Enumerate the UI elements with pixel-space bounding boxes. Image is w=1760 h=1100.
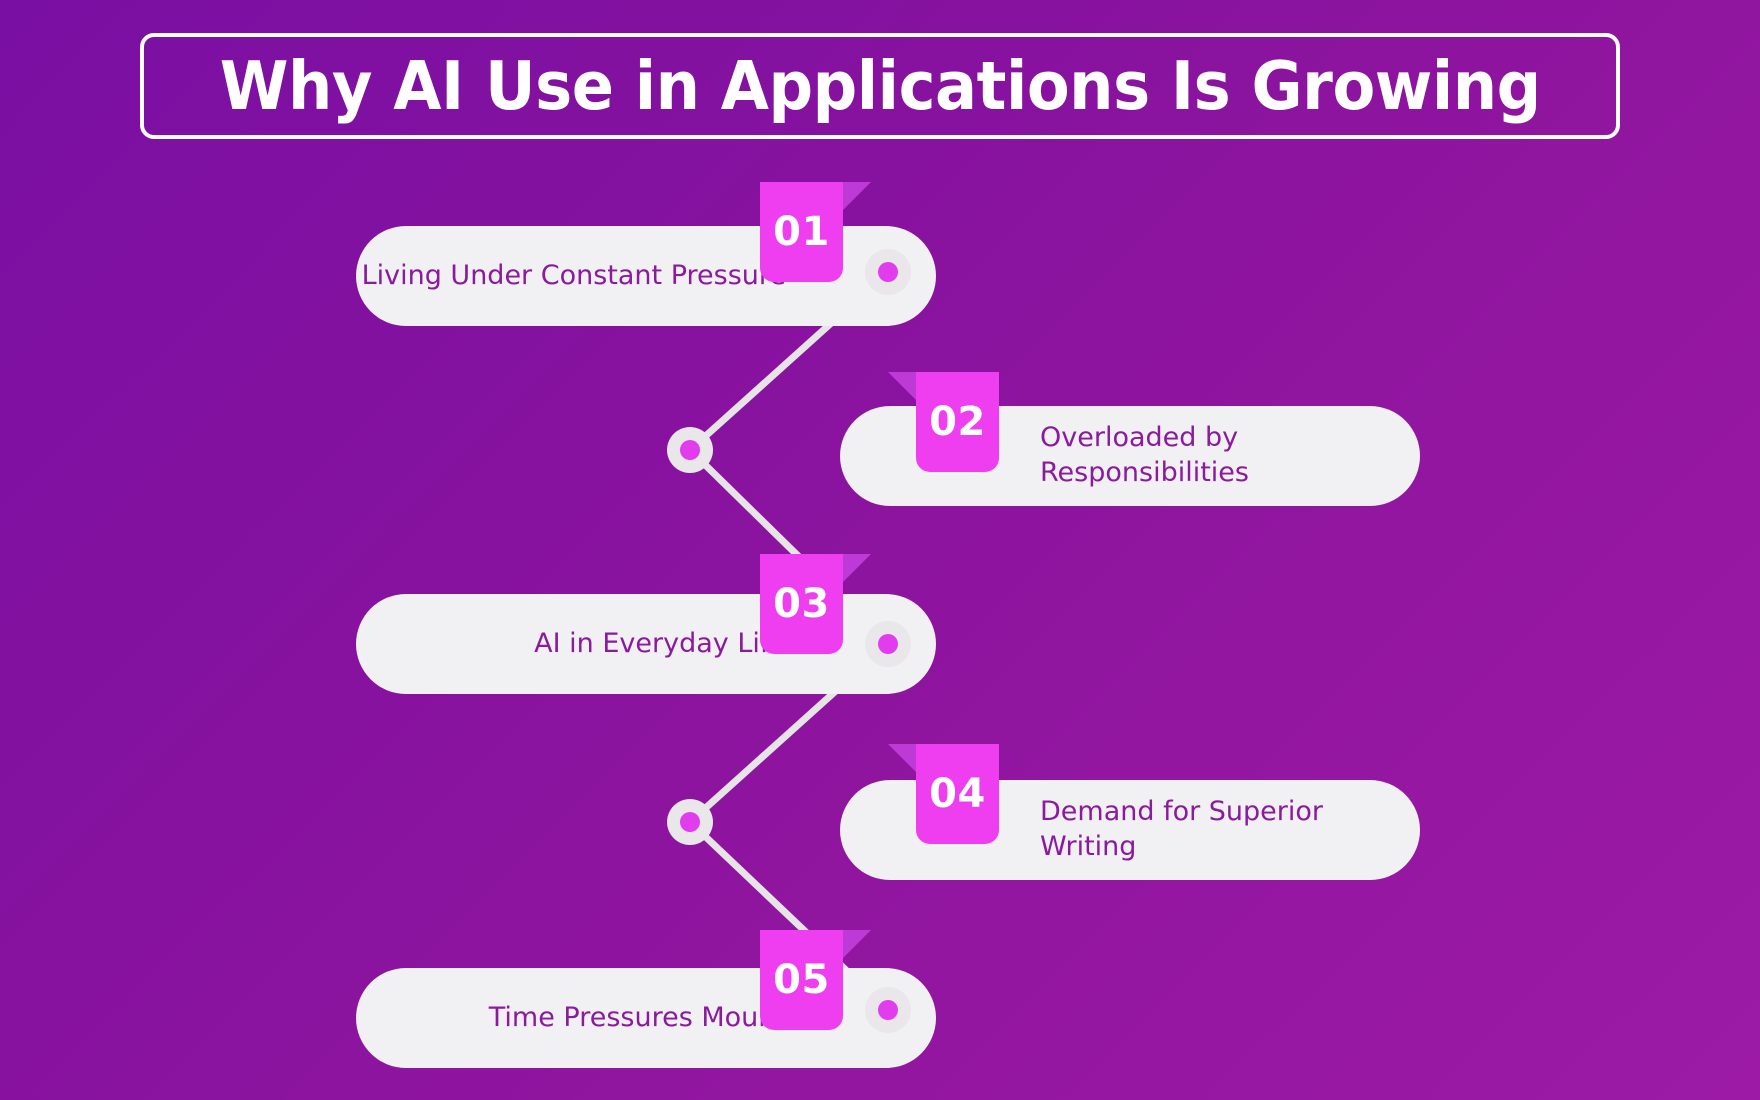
item-number-05: 05 bbox=[773, 957, 830, 1003]
item-pill-03[interactable]: AI in Everyday Life bbox=[356, 594, 936, 694]
item-pill-01[interactable]: Living Under Constant Pressure bbox=[356, 226, 936, 326]
item-number-01: 01 bbox=[773, 209, 830, 255]
connector-dot-2 bbox=[667, 427, 713, 473]
item-badge-01: 01 bbox=[760, 182, 871, 282]
item-number-03: 03 bbox=[773, 581, 830, 627]
item-label-03: AI in Everyday Life bbox=[534, 627, 786, 659]
item-label-04: Demand for Superior Writing bbox=[1040, 796, 1324, 862]
page-title: Why AI Use in Applications Is Growing bbox=[219, 47, 1541, 125]
fold-corner-icon bbox=[843, 930, 871, 958]
fold-corner-icon bbox=[843, 182, 871, 210]
item-number-04: 04 bbox=[929, 771, 986, 817]
fold-corner-icon bbox=[843, 554, 871, 582]
item-pill-05[interactable]: Time Pressures Mount bbox=[356, 968, 936, 1068]
item-badge-04: 04 bbox=[888, 744, 999, 844]
item-label-05: Time Pressures Mount bbox=[488, 1001, 786, 1033]
fold-corner-icon bbox=[888, 744, 916, 772]
fold-corner-icon bbox=[888, 372, 916, 400]
item-label-02: Overloaded by Responsibilities bbox=[1040, 422, 1249, 488]
item-badge-02: 02 bbox=[888, 372, 999, 472]
connector-dot-center-icon bbox=[680, 440, 700, 460]
item-badge-03: 03 bbox=[760, 554, 871, 654]
connector-dot-3 bbox=[865, 621, 911, 667]
connector-dot-4 bbox=[667, 799, 713, 845]
connector-dot-5 bbox=[865, 987, 911, 1033]
page-title-box: Why AI Use in Applications Is Growing bbox=[140, 33, 1620, 139]
item-label-01: Living Under Constant Pressure bbox=[361, 259, 786, 291]
connector-dot-center-icon bbox=[878, 1000, 898, 1020]
item-number-02: 02 bbox=[929, 399, 986, 445]
connector-dot-1 bbox=[865, 249, 911, 295]
connector-dot-center-icon bbox=[878, 262, 898, 282]
connector-dot-center-icon bbox=[878, 634, 898, 654]
item-badge-05: 05 bbox=[760, 930, 871, 1030]
connector-dot-center-icon bbox=[680, 812, 700, 832]
